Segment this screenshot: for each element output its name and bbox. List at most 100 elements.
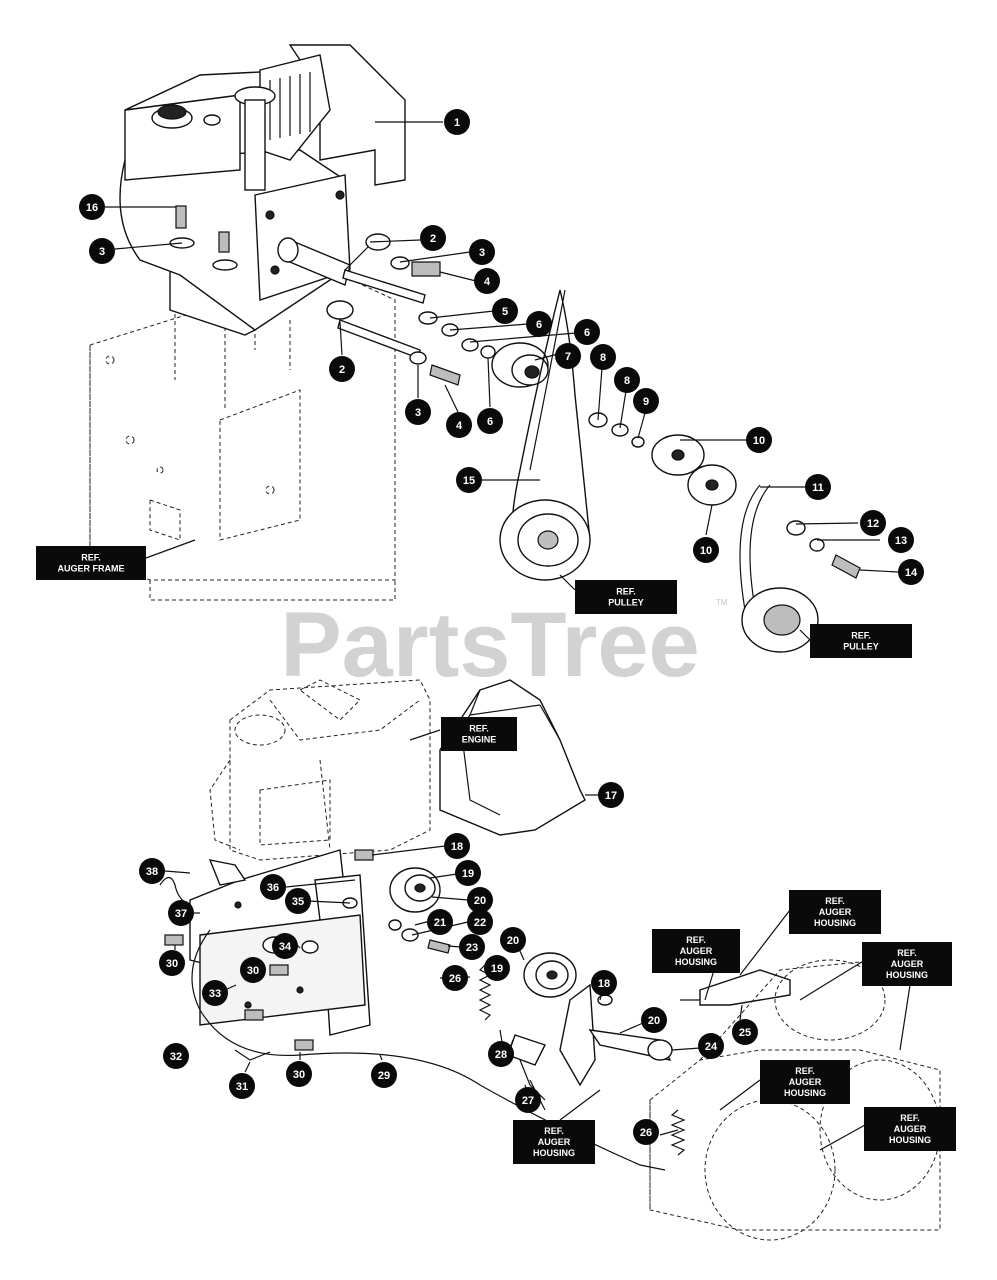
- callout-38: 38: [139, 858, 165, 884]
- callout-circle: [467, 909, 493, 935]
- callout-36: 36: [260, 874, 286, 900]
- callout-16: 16: [79, 194, 105, 220]
- ref-label-line: HOUSING: [784, 1088, 826, 1098]
- callout-9: 9: [633, 388, 659, 414]
- ref-label-line: AUGER: [789, 1077, 822, 1087]
- ref-label-line: REF.: [795, 1066, 815, 1076]
- callout-number: 8: [624, 375, 630, 387]
- callout-23: 23: [459, 934, 485, 960]
- ref-label-line: PULLEY: [608, 598, 644, 608]
- callout-circle: [446, 412, 472, 438]
- ref-label-line: AUGER: [680, 946, 713, 956]
- callout-circle: [746, 427, 772, 453]
- callout-number: 7: [565, 351, 571, 363]
- callout-25: 25: [732, 1019, 758, 1045]
- callout-27: 27: [515, 1087, 541, 1113]
- callout-circle: [442, 965, 468, 991]
- callout-20: 20: [641, 1007, 667, 1033]
- callout-26: 26: [633, 1119, 659, 1145]
- callout-number: 36: [267, 882, 279, 894]
- callout-circle: [240, 957, 266, 983]
- callout-33: 33: [202, 980, 228, 1006]
- leader-lines: [105, 121, 911, 1151]
- callout-19: 19: [455, 860, 481, 886]
- callout-circle: [459, 934, 485, 960]
- callout-number: 33: [209, 988, 221, 1000]
- callout-7: 7: [555, 343, 581, 369]
- callout-circle: [590, 344, 616, 370]
- callout-6: 6: [526, 311, 552, 337]
- callout-number: 18: [598, 978, 610, 990]
- callout-number: 20: [648, 1015, 660, 1027]
- callout-number: 28: [495, 1049, 507, 1061]
- callout-number: 23: [466, 942, 478, 954]
- callout-circle: [139, 858, 165, 884]
- callout-circle: [526, 311, 552, 337]
- callout-number: 4: [456, 420, 463, 432]
- callout-circle: [732, 1019, 758, 1045]
- callout-circle: [555, 343, 581, 369]
- callout-8: 8: [614, 367, 640, 393]
- callout-20: 20: [467, 887, 493, 913]
- callout-circle: [574, 319, 600, 345]
- callout-number: 26: [449, 973, 461, 985]
- callout-20: 20: [500, 927, 526, 953]
- callout-5: 5: [492, 298, 518, 324]
- callout-circle: [456, 467, 482, 493]
- callout-circle: [168, 900, 194, 926]
- callout-1: 1: [444, 109, 470, 135]
- callout-circle: [455, 860, 481, 886]
- callout-circle: [591, 970, 617, 996]
- callout-circle: [860, 510, 886, 536]
- callout-number: 5: [502, 306, 508, 318]
- callout-circle: [641, 1007, 667, 1033]
- ref-label-line: REF.: [825, 896, 845, 906]
- callout-2: 2: [420, 225, 446, 251]
- callout-number: 29: [378, 1070, 390, 1082]
- callout-2: 2: [329, 356, 355, 382]
- callout-number: 16: [86, 202, 98, 214]
- callout-number: 22: [474, 917, 486, 929]
- callout-circle: [888, 527, 914, 553]
- ref-label-line: HOUSING: [889, 1135, 931, 1145]
- callout-circle: [202, 980, 228, 1006]
- watermark-trademark: TM: [716, 598, 728, 607]
- callout-number: 24: [705, 1041, 718, 1053]
- callout-3: 3: [89, 238, 115, 264]
- callout-14: 14: [898, 559, 924, 585]
- callout-number: 30: [247, 965, 259, 977]
- callout-number: 6: [536, 319, 542, 331]
- ref-label-box: [652, 929, 740, 973]
- ref-label: REF.PULLEY: [575, 580, 677, 614]
- callout-number: 38: [146, 866, 158, 878]
- callout-35: 35: [285, 888, 311, 914]
- callout-circle: [79, 194, 105, 220]
- callout-circle: [633, 1119, 659, 1145]
- ref-label-box: [513, 1120, 595, 1164]
- callout-circle: [492, 298, 518, 324]
- ref-label-line: REF.: [469, 724, 489, 734]
- callout-number: 26: [640, 1127, 652, 1139]
- callout-24: 24: [698, 1033, 724, 1059]
- callout-circle: [469, 239, 495, 265]
- ref-label-box: [862, 942, 952, 986]
- callout-30: 30: [240, 957, 266, 983]
- ref-label-line: AUGER: [891, 959, 924, 969]
- callout-3: 3: [405, 399, 431, 425]
- callout-number: 27: [522, 1095, 534, 1107]
- top-assembly: [89, 44, 861, 653]
- callout-circle: [260, 874, 286, 900]
- ref-label-line: REF.: [851, 631, 871, 641]
- callout-18: 18: [444, 833, 470, 859]
- ref-label-line: PULLEY: [843, 642, 879, 652]
- callout-circle: [515, 1087, 541, 1113]
- callout-12: 12: [860, 510, 886, 536]
- callout-circle: [286, 1061, 312, 1087]
- callout-number: 6: [487, 416, 493, 428]
- callout-number: 15: [463, 475, 475, 487]
- callout-22: 22: [467, 909, 493, 935]
- callout-number: 11: [812, 482, 824, 494]
